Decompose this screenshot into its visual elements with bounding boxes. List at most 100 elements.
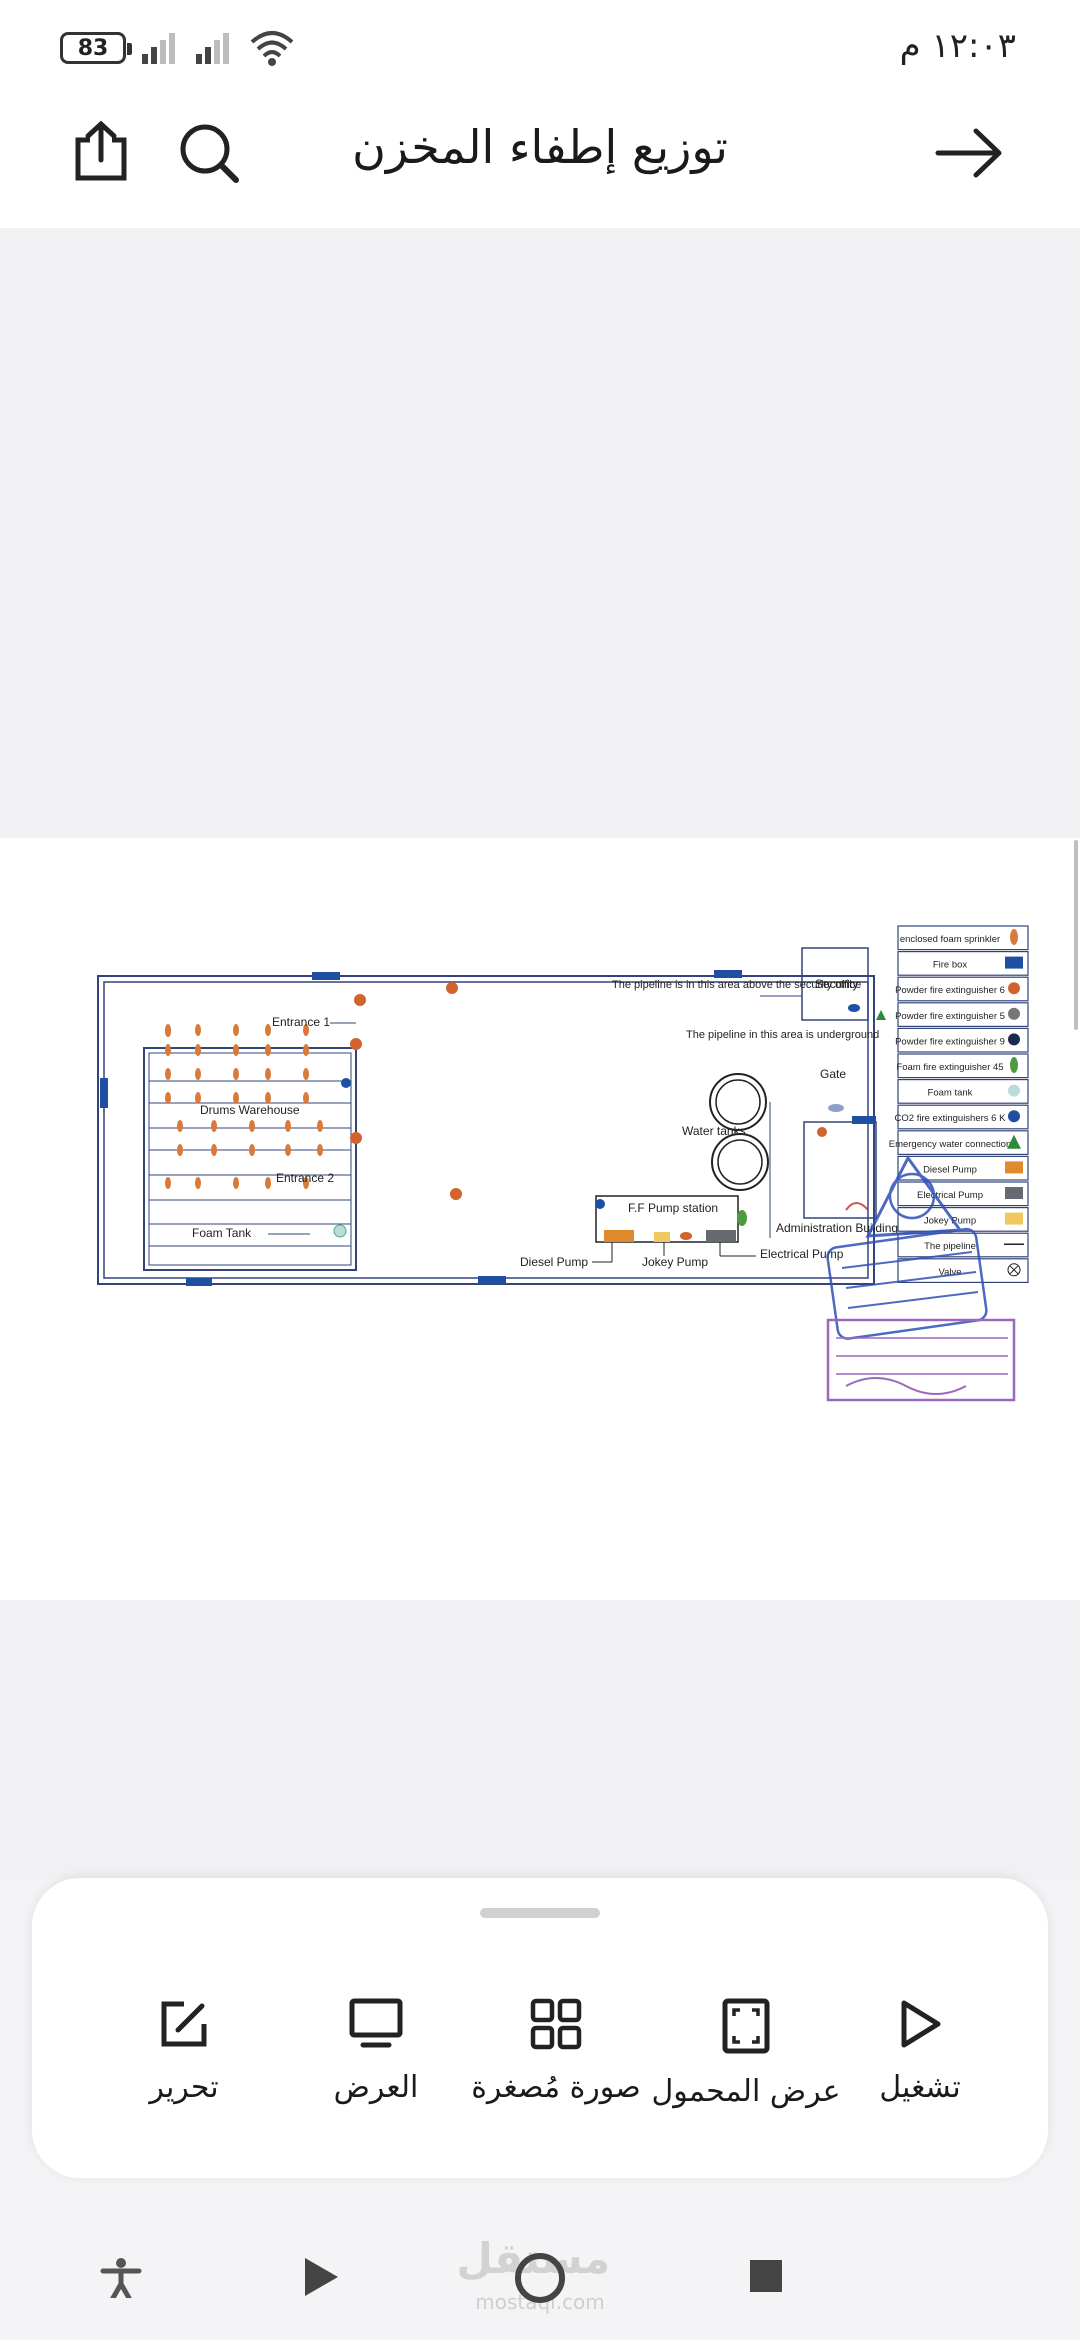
- legend-row: [897, 1130, 1029, 1155]
- edit-button[interactable]: تحرير: [84, 1998, 284, 2110]
- legend-label: Powder fire extinguisher 5: [895, 1011, 1005, 1022]
- legend-label: CO2 fire extinguishers 6 K: [895, 1113, 1007, 1124]
- legend-row: [897, 950, 1029, 976]
- legend-swatch: [1007, 1134, 1021, 1149]
- legend-row: [897, 1002, 1029, 1028]
- fullscreen-icon: [722, 1998, 770, 2054]
- electrical-pump: [706, 1230, 736, 1242]
- legend-swatch: [1008, 982, 1020, 995]
- legend-row: [897, 1258, 1029, 1283]
- pipe-under-label: The pipeline in this area is underground: [686, 1029, 879, 1041]
- water-tank: [709, 1073, 767, 1131]
- thumbnails-label: صورة مُصغرة: [471, 2070, 641, 2105]
- entrance1-label: Entrance 1: [272, 1015, 330, 1029]
- presentation-label: العرض: [333, 2070, 419, 2105]
- sprinkler-rows: [165, 1024, 323, 1189]
- sheet-drag-handle[interactable]: [480, 1908, 600, 1918]
- bottom-sheet: تحرير العرض صورة مُصغرة عرض المحمول تشغي…: [32, 1878, 1048, 2178]
- powder-extinguishers: [350, 982, 462, 1200]
- water-tank: [711, 1133, 769, 1191]
- legend-row: [897, 976, 1029, 1002]
- drums-warehouse: [143, 1047, 357, 1271]
- legend-label: Powder fire extinguisher 6: [895, 985, 1005, 996]
- admin-label: Administration Building: [776, 1221, 898, 1235]
- fire-box: [714, 970, 742, 978]
- legend-row: [897, 1027, 1029, 1053]
- signal-icon: [142, 33, 175, 64]
- clock: ١٢:٠٣ م: [899, 26, 1016, 66]
- edit-icon: [161, 2001, 207, 2047]
- mobile-view-button[interactable]: عرض المحمول: [646, 1998, 846, 2114]
- jokey-label: Jokey Pump: [642, 1255, 708, 1269]
- legend-row: [897, 1232, 1029, 1258]
- legend-row: [897, 1104, 1029, 1130]
- entrance2-label: Entrance 2: [276, 1171, 334, 1185]
- play-icon: [901, 2000, 941, 2048]
- grid-icon: [530, 1998, 582, 2050]
- co2-extinguisher: [341, 1078, 351, 1088]
- legend-swatch: [1010, 929, 1018, 945]
- legend-swatch: [1008, 1084, 1020, 1097]
- stop-icon[interactable]: [748, 2258, 784, 2294]
- system-nav-bar: مستقل mostaql.com: [0, 2210, 1080, 2340]
- electrical-label: Electrical Pump: [760, 1247, 844, 1261]
- play-nav-icon[interactable]: [302, 2256, 340, 2298]
- legend-label: Diesel Pump: [923, 1164, 977, 1175]
- foam-tank-label: Foam Tank: [192, 1226, 252, 1240]
- administration-building: [803, 1121, 877, 1219]
- legend-label: enclosed foam sprinkler: [900, 934, 1000, 945]
- pipe-above-label: The pipeline is in this area above the s…: [612, 979, 861, 991]
- wifi-icon: [250, 31, 294, 66]
- search-icon[interactable]: [178, 122, 240, 184]
- monitor-icon: [349, 1998, 403, 2048]
- legend-swatch: [1005, 1212, 1023, 1225]
- legend-label: Fire box: [933, 960, 968, 971]
- ff-station-label: F.F Pump station: [628, 1201, 718, 1215]
- drums-label: Drums Warehouse: [200, 1103, 300, 1117]
- accessibility-icon[interactable]: [100, 2258, 142, 2298]
- emergency-water-connection: [876, 1010, 886, 1020]
- legend-row: [897, 1207, 1029, 1232]
- foam-tank: [333, 1224, 347, 1238]
- presentation-button[interactable]: العرض: [276, 1998, 476, 2110]
- official-stamp: [826, 1155, 1016, 1402]
- thumbnails-button[interactable]: صورة مُصغرة: [456, 1998, 656, 2110]
- legend-swatch: [1005, 956, 1023, 969]
- legend-row: [897, 1079, 1029, 1104]
- arrow-right-icon[interactable]: [934, 126, 1004, 180]
- legend-row: [897, 925, 1029, 951]
- legend-label: The pipeline: [924, 1241, 976, 1252]
- battery-level: 83: [77, 35, 109, 61]
- legend-row: [897, 1053, 1029, 1079]
- legend-label: Valve: [938, 1267, 961, 1278]
- status-bar: 83 ١٢:٠٣ م: [0, 0, 1080, 96]
- battery-icon: 83: [60, 32, 132, 64]
- signal-icon: [196, 33, 229, 64]
- play-button[interactable]: تشغيل: [820, 1998, 1020, 2110]
- legend-swatch: [1005, 1161, 1023, 1174]
- legend-swatch: [1005, 1187, 1023, 1199]
- diesel-pump: [604, 1230, 634, 1242]
- legend-swatch: [1008, 1110, 1020, 1123]
- fire-box: [100, 1078, 108, 1108]
- app-header: [0, 96, 1080, 228]
- security-label: Security: [815, 977, 858, 991]
- mobile-view-label: عرض المحمول: [651, 2074, 841, 2109]
- legend-label: Foam fire extinguisher 45: [896, 1062, 1003, 1073]
- fire-box: [186, 1278, 212, 1286]
- home-icon[interactable]: [512, 2250, 568, 2306]
- legend-label: Powder fire extinguisher 9: [895, 1036, 1005, 1047]
- legend-label: Jokey Pump: [924, 1216, 976, 1227]
- legend-swatch: [1008, 1033, 1020, 1046]
- share-icon[interactable]: [72, 118, 130, 184]
- legend-row: [897, 1155, 1029, 1181]
- site-plan-drawing: Entrance 1 Drums Warehouse Entrance 2 Fo…: [97, 925, 1029, 1402]
- edit-label: تحرير: [149, 2070, 219, 2105]
- document-page[interactable]: Entrance 1 Drums Warehouse Entrance 2 Fo…: [0, 838, 1080, 1600]
- legend-swatch: [1010, 1057, 1018, 1073]
- legend-swatch: [1007, 1263, 1021, 1277]
- legend-label: Emergency water connection: [889, 1139, 1012, 1150]
- scrollbar[interactable]: [1074, 840, 1078, 1030]
- legend-label: Foam tank: [928, 1088, 973, 1099]
